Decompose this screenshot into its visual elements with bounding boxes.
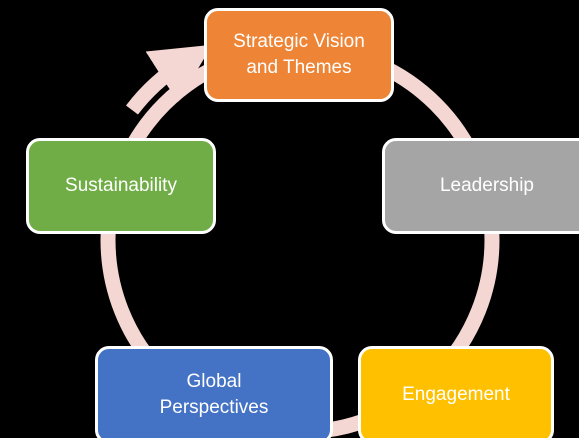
node-global-perspectives: Global Perspectives — [95, 346, 333, 438]
node-engagement: Engagement — [358, 346, 554, 438]
node-strategic-vision: Strategic Vision and Themes — [204, 8, 394, 102]
node-sustainability: Sustainability — [26, 138, 216, 234]
node-leadership: Leadership — [382, 138, 579, 234]
cycle-arrow — [126, 44, 213, 115]
